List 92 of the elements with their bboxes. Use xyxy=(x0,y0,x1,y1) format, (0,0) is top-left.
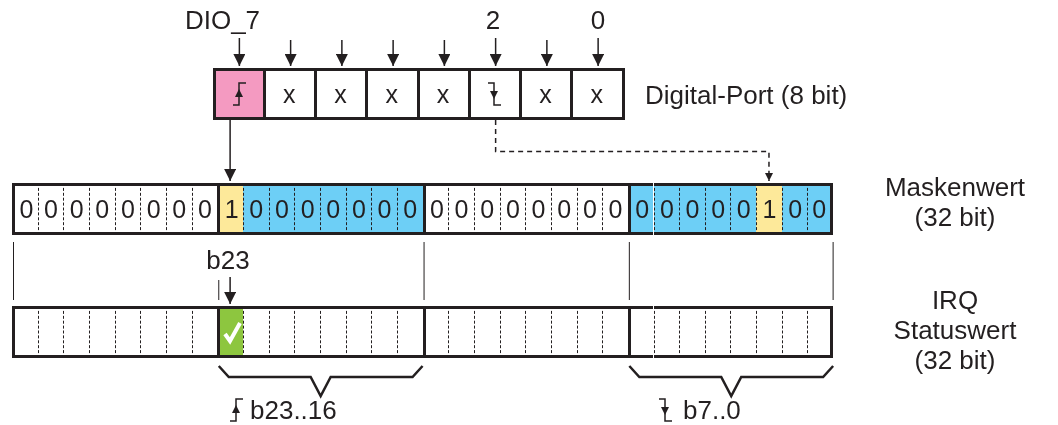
mask-bit-cell: 0 xyxy=(12,183,38,235)
mask-bit-cell: 0 xyxy=(448,183,474,235)
arrow xyxy=(224,119,237,182)
status-bit-cell xyxy=(473,306,500,358)
mask-bit-cell: 0 xyxy=(242,183,269,235)
mask-bit-cell: 0 xyxy=(63,183,89,235)
mask-bit-cell: 0 xyxy=(114,183,141,235)
mask-bit-cell: 0 xyxy=(294,183,320,235)
status-bit-cell xyxy=(525,306,551,358)
arrow xyxy=(387,39,400,67)
status-bit-cell xyxy=(140,306,166,358)
status-bit-cell xyxy=(704,306,731,358)
mask-bit-cell: 0 xyxy=(730,183,757,235)
status-bit-cell xyxy=(679,306,705,358)
arrow xyxy=(233,37,246,67)
mask-bit-cell: 0 xyxy=(653,183,680,235)
mask-bit-cell: 0 xyxy=(371,183,397,235)
mask-bit-cell: 0 xyxy=(319,183,346,235)
arrow xyxy=(335,39,348,67)
status-bit-cell xyxy=(627,306,654,358)
pin-label: 0 xyxy=(583,5,613,38)
status-bit-cell xyxy=(217,306,243,358)
status-bit-cell xyxy=(499,306,526,358)
status-bit-cell xyxy=(396,306,423,358)
status-bit-cell xyxy=(165,306,192,358)
mask-bit-cell: 1 xyxy=(756,183,782,235)
arrow xyxy=(284,39,297,67)
port-bit-cell: x xyxy=(571,68,625,120)
status-bit-cell xyxy=(653,306,680,358)
pin-label: DIO_7 xyxy=(160,5,285,38)
mask-bit-cell: 0 xyxy=(140,183,166,235)
mask-bit-cell: 0 xyxy=(473,183,500,235)
mask-bit-cell: 0 xyxy=(422,183,449,235)
port-bit-cell: x xyxy=(520,68,574,120)
mask-bit-cell: 0 xyxy=(165,183,192,235)
mask-bit-cell: 0 xyxy=(268,183,295,235)
mask-bit-cell: 0 xyxy=(345,183,372,235)
arrow xyxy=(540,39,553,67)
port-bit-cell xyxy=(469,68,522,120)
status-bit-cell xyxy=(242,306,269,358)
mask-bit-cell: 0 xyxy=(704,183,731,235)
mask-bit-cell: 0 xyxy=(627,183,654,235)
status-bit-cell xyxy=(12,306,38,358)
arrow xyxy=(438,39,451,67)
mask-bit-cell: 0 xyxy=(525,183,551,235)
dashed-arrow xyxy=(494,119,773,182)
status-bit-cell xyxy=(422,306,449,358)
status-bit-cell xyxy=(88,306,115,358)
port-bit-cell: x xyxy=(418,68,471,120)
mask-bit-cell: 0 xyxy=(807,183,834,235)
status-bit-cell xyxy=(319,306,346,358)
status-bit-cell xyxy=(807,306,834,358)
status-bit-cell xyxy=(602,306,628,358)
status-bit-cell xyxy=(63,306,89,358)
mask-bit-cell: 0 xyxy=(499,183,526,235)
status-bit-cell xyxy=(345,306,372,358)
status-bit-cell xyxy=(730,306,757,358)
mask-bit-cell: 0 xyxy=(602,183,628,235)
status-bit-cell xyxy=(37,306,64,358)
mask-bit-cell: 0 xyxy=(679,183,705,235)
bit-range-label: b23..16 xyxy=(250,395,338,425)
status-bit-cell xyxy=(781,306,808,358)
status-bit-cell xyxy=(114,306,141,358)
pin-label: 2 xyxy=(478,5,508,38)
register-label: Digital-Port (8 bit) xyxy=(645,80,849,110)
status-bit-cell xyxy=(550,306,577,358)
status-bit-cell xyxy=(294,306,320,358)
mask-bit-cell: 1 xyxy=(217,183,243,235)
arrow xyxy=(224,276,237,305)
arrow xyxy=(489,37,502,67)
mask-bit-cell: 0 xyxy=(550,183,577,235)
status-bit-cell xyxy=(268,306,295,358)
pin-label: b23 xyxy=(198,245,258,277)
port-bit-cell xyxy=(213,68,266,120)
port-bit-cell: x xyxy=(315,68,369,120)
register-label: Maskenwert (32 bit) xyxy=(883,172,1027,234)
mask-bit-cell: 0 xyxy=(576,183,603,235)
status-bit-cell xyxy=(756,306,782,358)
mask-bit-cell: 0 xyxy=(88,183,115,235)
status-bit-cell xyxy=(448,306,474,358)
status-bit-cell xyxy=(191,306,218,358)
bit-range-label: b7..0 xyxy=(683,395,742,425)
status-bit-cell xyxy=(576,306,603,358)
port-bit-cell: x xyxy=(366,68,420,120)
mask-bit-cell: 0 xyxy=(191,183,218,235)
status-bit-cell xyxy=(371,306,397,358)
mask-bit-cell: 0 xyxy=(781,183,808,235)
register-label: IRQ Statuswert (32 bit) xyxy=(892,285,1018,377)
arrow xyxy=(592,37,605,67)
mask-bit-cell: 0 xyxy=(37,183,64,235)
port-bit-cell: x xyxy=(264,68,317,120)
mask-bit-cell: 0 xyxy=(396,183,423,235)
